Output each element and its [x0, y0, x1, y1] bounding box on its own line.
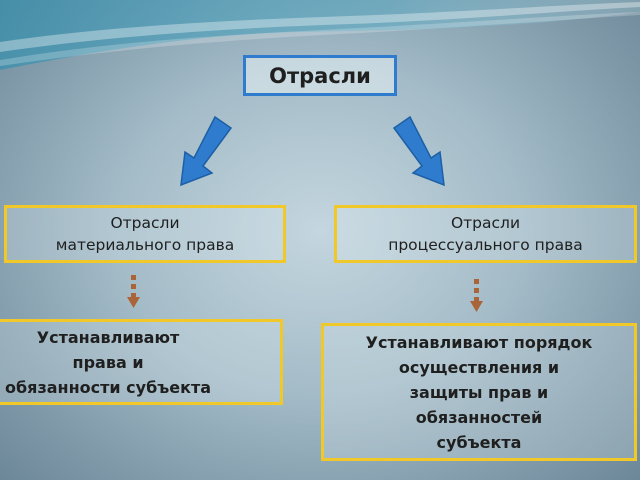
- material-law-description-text: Устанавливают права и обязанности субъек…: [5, 327, 212, 397]
- arrow-to-material-branch: [180, 115, 233, 187]
- material-law-description: Устанавливают права и обязанности субъек…: [0, 319, 283, 405]
- arrow-to-process-branch: [392, 115, 445, 187]
- procedural-law-description: Устанавливают порядок осуществления и за…: [321, 323, 637, 461]
- material-law-title: Отрасли материального права: [55, 214, 235, 254]
- root-node: Отрасли: [243, 55, 397, 96]
- procedural-law-description-text: Устанавливают порядок осуществления и за…: [365, 332, 593, 452]
- dashed-arrow-process: [470, 279, 483, 312]
- procedural-law-title: Отрасли процессуального права: [388, 214, 583, 254]
- material-law-branch: Отрасли материального права: [4, 205, 286, 263]
- dashed-arrow-material: [127, 275, 140, 308]
- root-node-label: Отрасли: [269, 63, 371, 88]
- procedural-law-branch: Отрасли процессуального права: [334, 205, 637, 263]
